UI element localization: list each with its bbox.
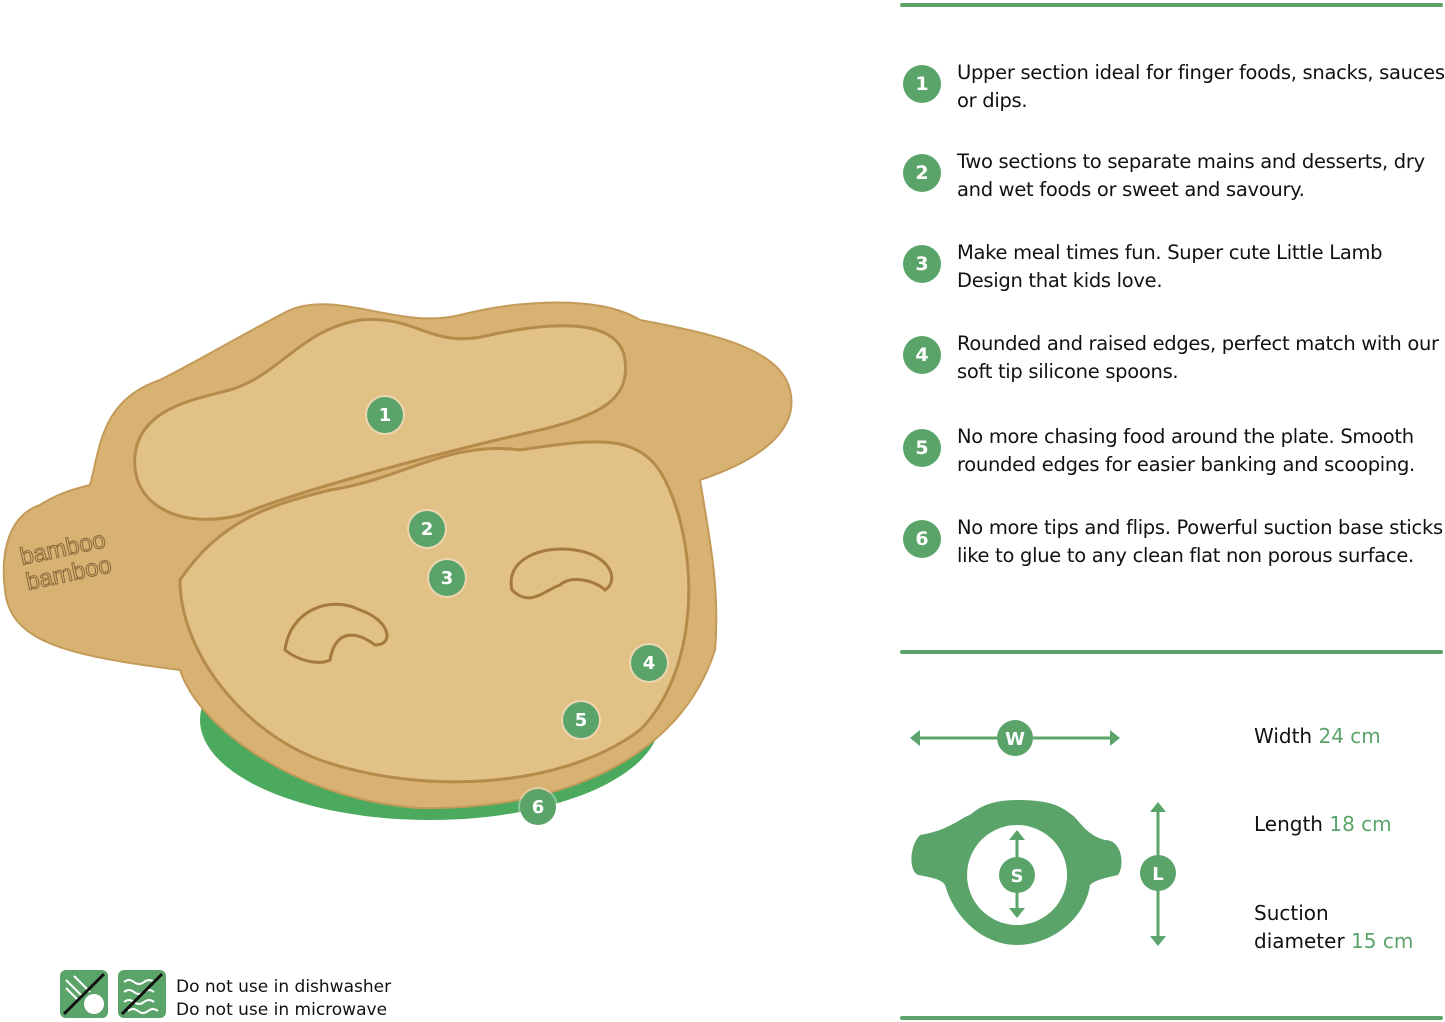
suction-value: 15 cm [1351, 929, 1414, 953]
length-marker: L [1152, 864, 1163, 885]
feature-text: Upper section ideal for finger foods, sn… [957, 61, 1445, 112]
plate-marker-6: 6 [520, 789, 556, 825]
width-value: 24 cm [1318, 724, 1381, 748]
no-dishwasher-icon [60, 970, 108, 1018]
length-dimension: Length 18 cm [1254, 810, 1392, 838]
warning-dishwasher: Do not use in dishwasher [176, 977, 392, 997]
suction-marker: S [1011, 866, 1024, 887]
feature-number: 6 [903, 520, 941, 558]
lower-section [178, 440, 691, 784]
plate-illustration: bamboo bamboo [2, 301, 793, 820]
width-marker: W [1005, 729, 1025, 750]
feature-number: 2 [903, 154, 941, 192]
feature-number: 5 [903, 429, 941, 467]
feature-text: Rounded and raised edges, perfect match … [957, 332, 1439, 383]
feature-number: 3 [903, 245, 941, 283]
warning-microwave: Do not use in microwave [176, 1000, 388, 1020]
divider-middle [900, 650, 1443, 654]
divider-bottom [900, 1016, 1443, 1020]
length-label: Length [1254, 812, 1323, 836]
suction-label-line2: diameter [1254, 929, 1345, 953]
suction-label-line1: Suction [1254, 901, 1329, 925]
suction-base-outline [911, 800, 1122, 945]
divider-top [900, 3, 1443, 7]
plate-marker-4: 4 [631, 645, 667, 681]
feature-text: No more tips and flips. Powerful suction… [957, 516, 1443, 567]
no-microwave-icon [118, 970, 166, 1018]
dimension-diagram: W S L [910, 720, 1176, 946]
width-dimension: Width 24 cm [1254, 722, 1381, 750]
lamb-eye-right [509, 547, 614, 600]
feature-number: 4 [903, 336, 941, 374]
plate-marker-3: 3 [429, 560, 465, 596]
feature-text: Make meal times fun. Super cute Little L… [957, 241, 1383, 292]
feature-text: Two sections to separate mains and desse… [957, 150, 1425, 201]
lamb-eye-left [283, 602, 389, 664]
feature-number: 1 [903, 65, 941, 103]
feature-text: No more chasing food around the plate. S… [957, 425, 1415, 476]
plate-marker-2: 2 [409, 511, 445, 547]
plate-marker-1: 1 [367, 397, 403, 433]
length-value: 18 cm [1329, 812, 1392, 836]
suction-dimension: Suction diameter 15 cm [1254, 899, 1413, 955]
width-label: Width [1254, 724, 1313, 748]
plate-marker-5: 5 [563, 702, 599, 738]
